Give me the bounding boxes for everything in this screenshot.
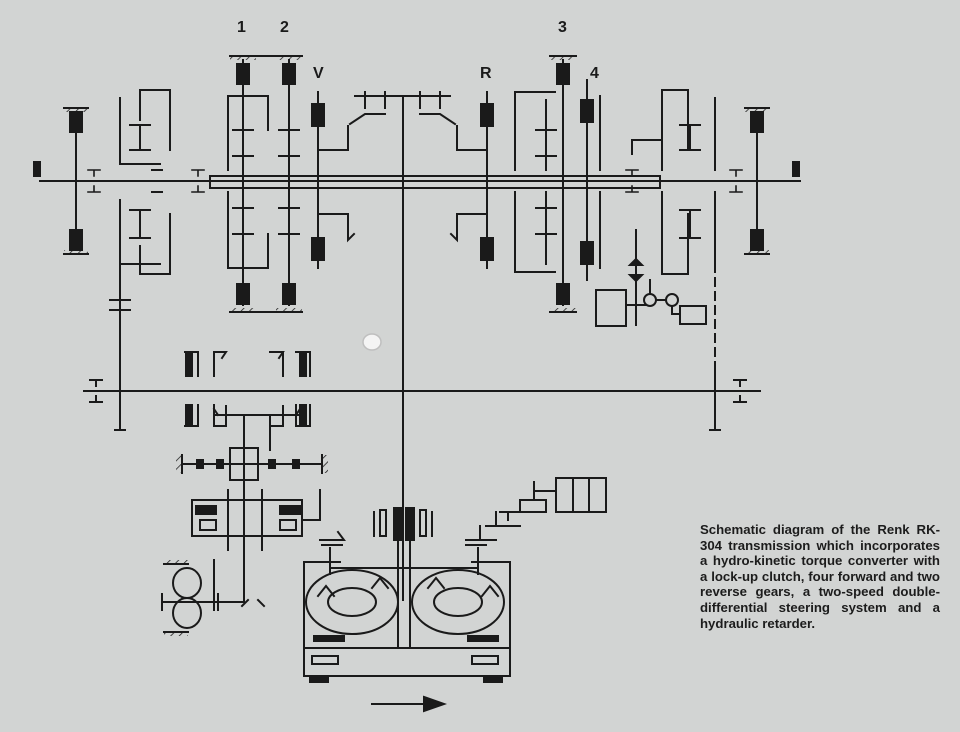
right-steering-planetary <box>631 89 770 371</box>
gear-3-label: 3 <box>558 19 567 36</box>
converter-control-block <box>465 477 607 541</box>
gear-set-3-4 <box>514 55 601 313</box>
gear-1-label: 1 <box>237 19 246 36</box>
retarder-torus <box>161 560 245 636</box>
figure-caption: Schematic diagram of the Renk RK-304 tra… <box>700 522 940 631</box>
steering-cross-shaft <box>83 263 761 601</box>
torque-converter <box>303 199 511 683</box>
main-shaft-bearings <box>87 169 743 193</box>
forward-clutch-label: V <box>313 65 324 82</box>
main-shaft <box>33 161 801 189</box>
steering-drive-gearbox <box>176 447 346 611</box>
gear-4-label: 4 <box>590 65 599 82</box>
gear-set-1-2 <box>227 55 303 313</box>
reverse-clutch-label: R <box>480 65 492 82</box>
direction-arrow <box>371 695 448 713</box>
retarder-control <box>595 229 707 327</box>
left-steering-planetary <box>63 89 171 275</box>
gear-2-label: 2 <box>280 19 289 36</box>
